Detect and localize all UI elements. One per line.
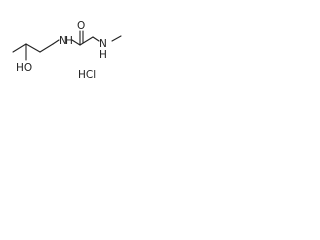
bond-ch2-amine [92, 36, 100, 42]
atom-n-amide: N [59, 35, 67, 47]
atom-n-amine: N [99, 38, 107, 50]
bond-ch-ch2 [25, 43, 41, 53]
atom-h-amine: H [99, 49, 107, 61]
atom-ho: HO [16, 62, 32, 74]
bond-ch2-nh [52, 39, 60, 45]
bonds [12, 30, 122, 61]
atom-h-amide: H [65, 35, 73, 47]
structure-diagram: N H O N H HO HCl [0, 0, 126, 84]
bond-amine-methyl [111, 35, 122, 42]
bond-nh-carbonyl [71, 39, 81, 46]
salt-label: HCl [78, 69, 96, 81]
bond-carbonyl-ch2 [79, 36, 94, 46]
bond-ch2-ch2 [39, 43, 54, 53]
molecule-svg: N H O N H HO HCl [12, 20, 122, 81]
bond-methyl-ch [12, 43, 27, 53]
atom-o-carbonyl: O [77, 20, 85, 32]
